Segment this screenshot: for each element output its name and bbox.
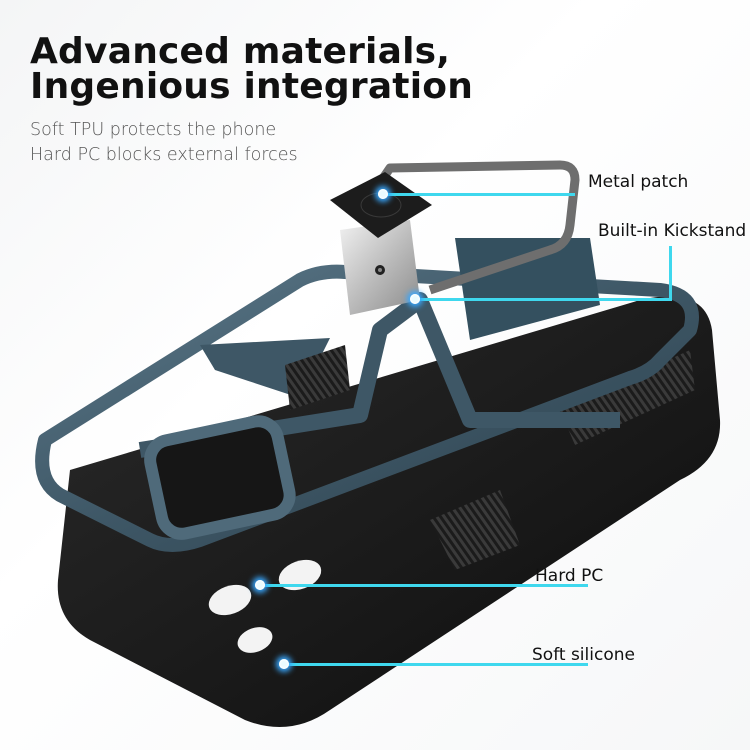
soft-silicone-leader-line: [285, 663, 588, 666]
hard-pc-label: Hard PC: [535, 566, 604, 586]
subheadline: Soft TPU protects the phone Hard PC bloc…: [30, 118, 298, 168]
metal-patch-label: Metal patch: [588, 172, 689, 192]
metal-patch-leader-line: [384, 193, 575, 196]
hard-pc-frame: [35, 238, 699, 552]
subheadline-line-2: Hard PC blocks external forces: [30, 145, 298, 165]
kickstand-label: Built-in Kickstand: [598, 221, 747, 241]
subheadline-line-1: Soft TPU protects the phone: [30, 120, 277, 140]
kickstand-leader-line-vertical: [669, 246, 672, 301]
metal-patch: [330, 172, 432, 238]
headline: Advanced materials, Ingenious integratio…: [30, 31, 474, 107]
kickstand-leader-line-horizontal: [418, 298, 672, 301]
metal-patch-marker: [378, 189, 388, 199]
hard-pc-leader-line: [262, 584, 588, 587]
kickstand: [340, 160, 580, 315]
soft-silicone-label: Soft silicone: [532, 645, 635, 665]
kickstand-marker: [410, 294, 420, 304]
headline-line-1: Advanced materials,: [30, 31, 451, 72]
hard-pc-marker: [255, 580, 265, 590]
headline-line-2: Ingenious integration: [30, 66, 474, 107]
soft-silicone-marker: [279, 659, 289, 669]
